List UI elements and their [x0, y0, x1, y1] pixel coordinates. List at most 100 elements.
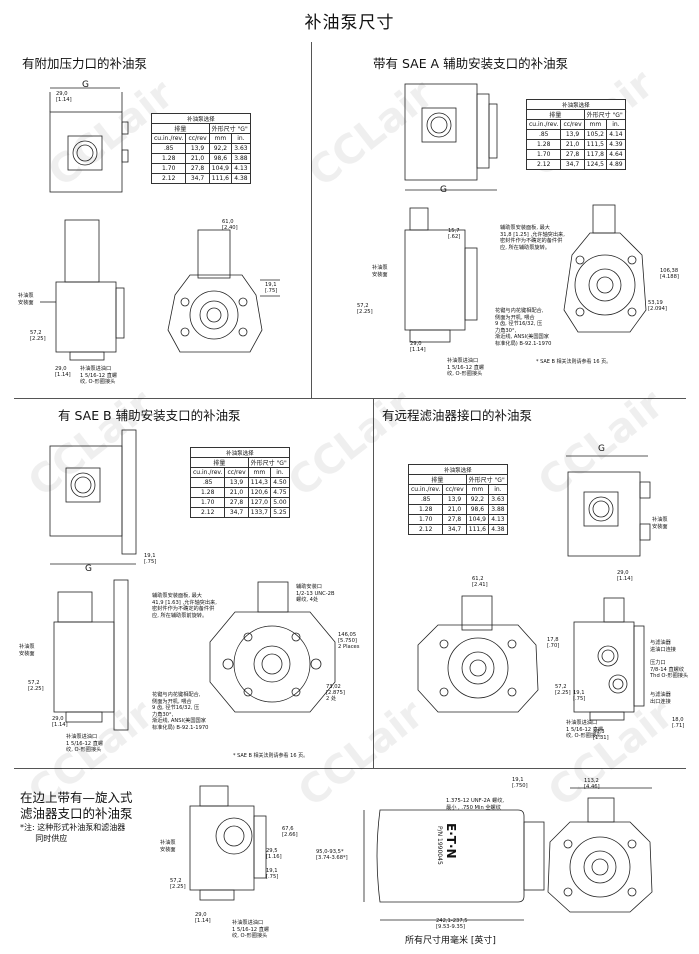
- s5-dim-5: 29,0 [1.14]: [195, 912, 211, 924]
- s3-g-label: G: [85, 564, 92, 574]
- s4-note-filter-out: 与滤油器 出口连接: [650, 692, 671, 705]
- section-1-drawing: [40, 87, 280, 361]
- section-2-drawing: [404, 83, 647, 343]
- s1-g-label: G: [82, 80, 89, 90]
- s1-dim-5: 29,0 [1.14]: [55, 366, 71, 378]
- s5-dim-2: 29,5 [1.16]: [266, 848, 282, 860]
- s4-dim-3: 17,8 [.70]: [547, 637, 560, 649]
- s2-dim-4: 57,2 [2.25]: [357, 303, 373, 315]
- s1-dim-1: 29,0 [1.14]: [56, 91, 72, 103]
- s2-dim-1: 15,7 [.62]: [448, 228, 461, 240]
- s3-note-sae: * SAE B 相关法则请参看 16 页。: [233, 753, 309, 759]
- divider-horizontal-low: [14, 768, 686, 769]
- s2-note-key: 花键与内花键相配合, 侧面为开机, 喂合 9 齿, 径节16/32, 压 力角3…: [495, 308, 552, 347]
- s5-dim-6: 19,1 [.750]: [512, 777, 528, 789]
- s4-g-label: G: [598, 444, 605, 454]
- section-5-title: 在边上带有—旋入式 滤油器支口的补油泵: [20, 790, 133, 821]
- s3-note-key: 花键与内花键相配合, 侧面为开机, 喂合 9 齿, 径节16/32, 压 力角3…: [152, 692, 209, 731]
- s1-note-flange: 补油泵 安装面: [18, 293, 34, 306]
- s5-dim-9: 242,1-237,5 [9.53-9.35]: [436, 918, 468, 930]
- table-h4: in.: [231, 133, 251, 144]
- s5-dim-3: 19,1 [.75]: [266, 868, 279, 880]
- table-caption: 补油泵选择: [151, 113, 251, 124]
- s3-note-flange: 补油泵 安装面: [19, 644, 35, 657]
- divider-vertical-top: [311, 42, 312, 398]
- section-5-drawing: [189, 785, 653, 921]
- s1-note-inlet: 补油泵进油口 1 5/16-12 直螺 纹, O-形圈接头: [80, 366, 118, 385]
- s5-dim-7: 113,2 [4.46]: [584, 778, 600, 790]
- table-col-dim: 外形尺寸 "G": [208, 123, 251, 134]
- s5-note-flange: 补油泵 安装面: [160, 840, 176, 853]
- section-3-drawing: [49, 429, 336, 731]
- s3-note-inlet: 补油泵进油口 1 5/16-12 直螺 纹, O-形圈接头: [66, 734, 104, 753]
- s3-dim-3: 73,02 [2.875] 2 处: [326, 684, 345, 702]
- s2-g-label: G: [440, 185, 447, 195]
- s4-dim-1: 29,0 [1.14]: [617, 570, 633, 582]
- s4-dim-4: 19,1 [.75]: [573, 690, 586, 702]
- s4-note-flange: 补油泵 安装面: [652, 517, 668, 530]
- s2-note-face: 辅助泵安装面板, 最大 31,8 [1.25] ,允许轴突出来, 密封件作为不确…: [500, 225, 565, 251]
- s1-dim-4: 57,2 [2.25]: [30, 330, 46, 342]
- s2-note-inlet: 补油泵进油口 1 5/16-12 直螺 纹, O-形圈接头: [447, 358, 485, 377]
- s5-filter-brand: E·T·N: [444, 823, 458, 859]
- s5-note-thread: 1.375-12 UNF-2A 螺纹, 最小 , .750 Min 全螺纹: [446, 798, 505, 811]
- s3-dim-4: 57,2 [2.25]: [28, 680, 44, 692]
- s3-note-face: 辅助泵安装面板, 最大 41,9 [1.63] ,允许轴突出来, 密封件作为不确…: [152, 593, 217, 619]
- s4-note-inlet: 补油泵进油口 1 5/16-12 直螺 纹, O-形圈接头: [566, 720, 604, 739]
- s4-dim-5: 57,2 [2.25]: [555, 684, 571, 696]
- section-4-drawing: [417, 455, 651, 721]
- s5-dim-1: 67,6 [2.66]: [282, 826, 298, 838]
- section-5-note: *注: 这种形式补油泵和滤油器 同时供应: [20, 823, 126, 843]
- s1-dim-2: 61,0 [2.40]: [222, 219, 238, 231]
- s2-dim-3: 53,19 [2.094]: [648, 300, 667, 312]
- section-2-title: 带有 SAE A 辅助安装支口的补油泵: [373, 56, 569, 71]
- s3-dim-1: 19,1 [.75]: [144, 553, 157, 565]
- table-h1: cu.in./rev.: [150, 133, 187, 144]
- section-4-title: 有远程滤油器接口的补油泵: [382, 408, 533, 423]
- s1-selection-table: 补油泵选择 排量 外形尺寸 "G" cu.in./rev. cc/rev mm …: [150, 113, 251, 184]
- s3-dim-2: 146,05 [5.750] 2 Places: [338, 632, 360, 650]
- table-h2: cc/rev: [185, 133, 210, 144]
- s5-filter-part: P/N 1990045: [436, 826, 443, 865]
- s5-dim-4: 57,2 [2.25]: [170, 878, 186, 890]
- table-col-disp: 排量: [151, 123, 210, 134]
- s4-note-port: 压力口 7/8-14 直螺纹 Thd O-形圈接头: [650, 660, 689, 679]
- footer-units-note: 所有尺寸用毫米 [英寸]: [405, 936, 496, 946]
- page-title: 补油泵尺寸: [304, 13, 395, 33]
- s4-dim-2: 61,2 [2.41]: [472, 576, 488, 588]
- s5-dim-8: 95,0-93,5* [3.74-3.68*]: [316, 849, 348, 861]
- table-h3: mm: [208, 133, 233, 144]
- section-3-title: 有 SAE B 辅助安装支口的补油泵: [58, 408, 241, 423]
- divider-horizontal-mid: [14, 398, 686, 399]
- s2-note-flange: 补油泵 安装面: [372, 265, 388, 278]
- s5-note-inlet: 补油泵进油口 1 5/16-12 直螺 纹, O-形圈接头: [232, 920, 270, 939]
- s2-dim-2: 106,38 [4.188]: [660, 268, 679, 280]
- s2-dim-5: 29,0 [1.14]: [410, 341, 426, 353]
- section-1-title: 有附加压力口的补油泵: [22, 56, 148, 71]
- s3-note-port: 辅助安装口 1/2-13 UNC-2B 螺纹, 4处: [296, 584, 335, 603]
- s4-note-filter-in: 与滤油器 进油口连接: [650, 640, 676, 653]
- s4-dim-7: 18,0 [.71]: [672, 717, 685, 729]
- s4-dim-6: 33,3 [1.31]: [593, 729, 609, 741]
- s3-dim-5: 29,0 [1.14]: [52, 716, 68, 728]
- s2-note-sae: * SAE B 相关法则请参看 16 页。: [536, 359, 612, 365]
